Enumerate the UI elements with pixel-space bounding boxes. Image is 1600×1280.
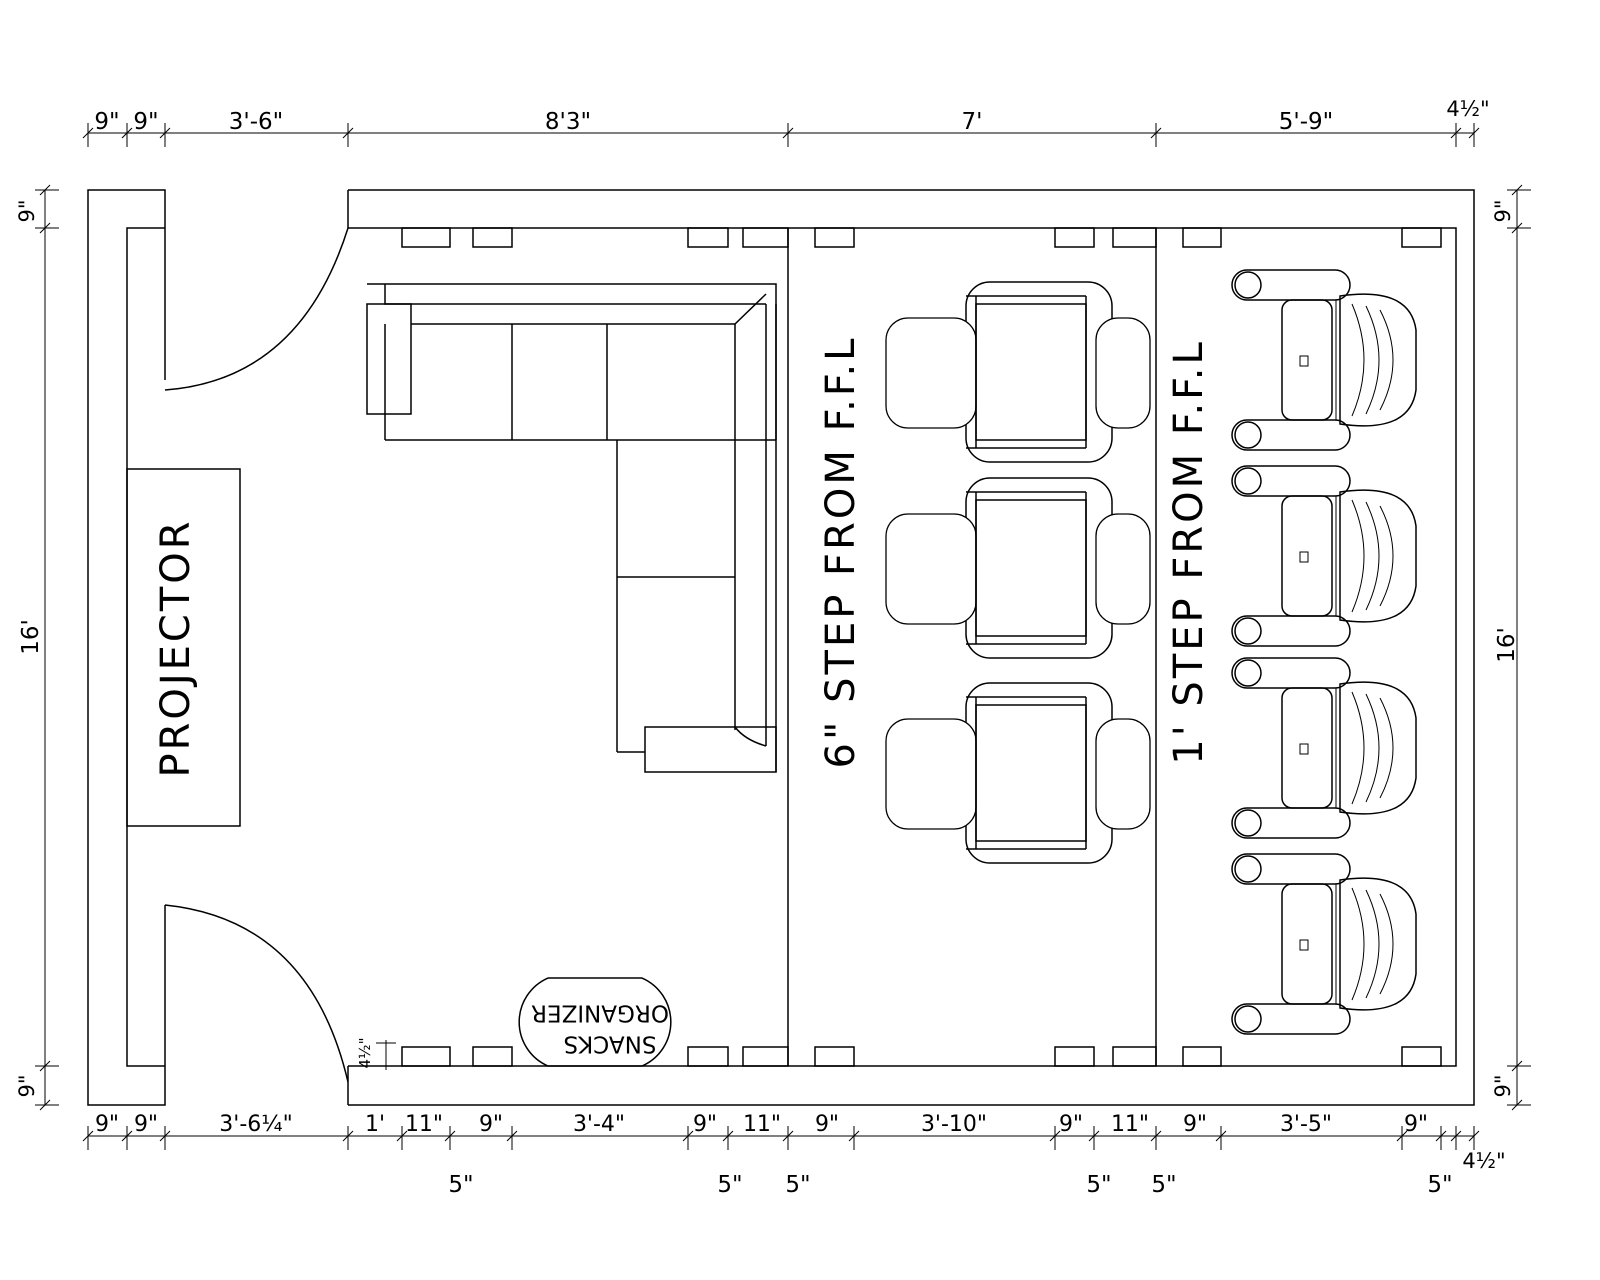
projector-label: PROJECTOR [153,518,199,777]
dim-bottom-12: 11" [1111,1112,1149,1137]
dim-left-0: 9" [15,199,39,222]
dim-left-2: 9" [15,1074,39,1097]
dim-top-6: 4½" [1446,97,1489,121]
wall-light-top [472,227,513,248]
dim-bottom-1: 9" [134,1112,158,1137]
dim-bottom-6: 3'-4" [573,1112,625,1137]
dim-sub-0: 5" [448,1172,473,1198]
wall-light-top [1182,227,1222,248]
wall-light-bottom [1182,1046,1222,1067]
dim-left-1: 16' [18,619,44,655]
outer-wall [87,189,166,1106]
dim-right-1: 16' [1494,627,1520,663]
theater-seat [1231,853,1417,1035]
dim-bottom-13: 9" [1183,1112,1207,1137]
recliner [885,281,1151,463]
dim-top-2: 3'-6" [229,109,283,135]
dim-bottom-5: 9" [479,1112,503,1137]
dim-bottom-3: 1' [365,1112,385,1137]
wall-light-bottom [401,1046,451,1067]
sectional-sofa [366,283,777,773]
dim-bottom-2: 3'-6¼" [219,1112,292,1137]
wall-light-top [1054,227,1095,248]
dim-bottom-0: 9" [95,1112,119,1137]
dim-top-5: 5'-9" [1279,109,1333,135]
dim-door-gap: 4½" [356,1038,374,1069]
dim-bottom-4: 11" [405,1112,443,1137]
snacks-organizer: SNACKS ORGANIZER [518,977,672,1067]
wall-light-top [401,227,451,248]
dim-top-1: 9" [133,109,158,135]
dim-sub-5: 5" [1427,1172,1452,1198]
wall-fixtures [401,227,1442,1067]
wall-light-bottom [472,1046,513,1067]
dim-bottom-16: 4½" [1462,1149,1505,1173]
wall-light-bottom [687,1046,729,1067]
dim-top-0: 9" [94,109,119,135]
dim-bottom-8: 11" [743,1112,781,1137]
dim-sub-3: 5" [1086,1172,1111,1198]
wall-light-top [814,227,855,248]
step-label-1: 6" STEP FROM F.F.L [818,336,864,769]
theater-seat [1231,269,1417,451]
dim-bottom-15: 9" [1404,1112,1428,1137]
door-swing-top [164,227,349,391]
dim-bottom-9: 9" [815,1112,839,1137]
dimensions: 9" 9" 3'-6" 8'3" 7' 5'-9" 4½" 9" 9" 3'-6… [15,97,1531,1198]
snacks-label-line2: ORGANIZER [531,1000,669,1026]
theater-seat-row-2 [1231,269,1417,1035]
dim-sub-1: 5" [717,1172,742,1198]
dim-right-2: 9" [1491,1074,1515,1097]
theater-seat [1231,657,1417,839]
wall-light-bottom [1054,1046,1095,1067]
projector: PROJECTOR [126,468,241,827]
wall-light-top [687,227,729,248]
recliner-row-1 [885,281,1151,864]
wall-light-bottom [742,1046,789,1067]
step-label-2: 1' STEP FROM F.F.L [1166,339,1212,764]
dim-right-0: 9" [1491,199,1515,222]
theater-seat [1231,465,1417,647]
dim-bottom-14: 3'-5" [1280,1112,1332,1137]
dim-sub-4: 5" [1151,1172,1176,1198]
dim-bottom-11: 9" [1059,1112,1083,1137]
snacks-label-line1: SNACKS [564,1031,657,1057]
recliner [885,477,1151,659]
wall-light-bottom [1112,1046,1157,1067]
doors [164,227,349,1083]
wall-light-bottom [1401,1046,1442,1067]
wall-light-top [1112,227,1157,248]
wall-light-top [1401,227,1442,248]
dim-top-4: 7' [962,109,983,135]
dim-top-3: 8'3" [545,109,591,135]
dim-bottom-10: 3'-10" [921,1112,987,1137]
door-swing-bottom [164,904,349,1083]
dim-sub-2: 5" [785,1172,810,1198]
wall-light-top [742,227,789,248]
outer-wall-right [348,189,1475,1106]
wall-light-bottom [814,1046,855,1067]
inner-wall [348,227,1457,1067]
dim-bottom-7: 9" [693,1112,717,1137]
recliner [885,682,1151,864]
